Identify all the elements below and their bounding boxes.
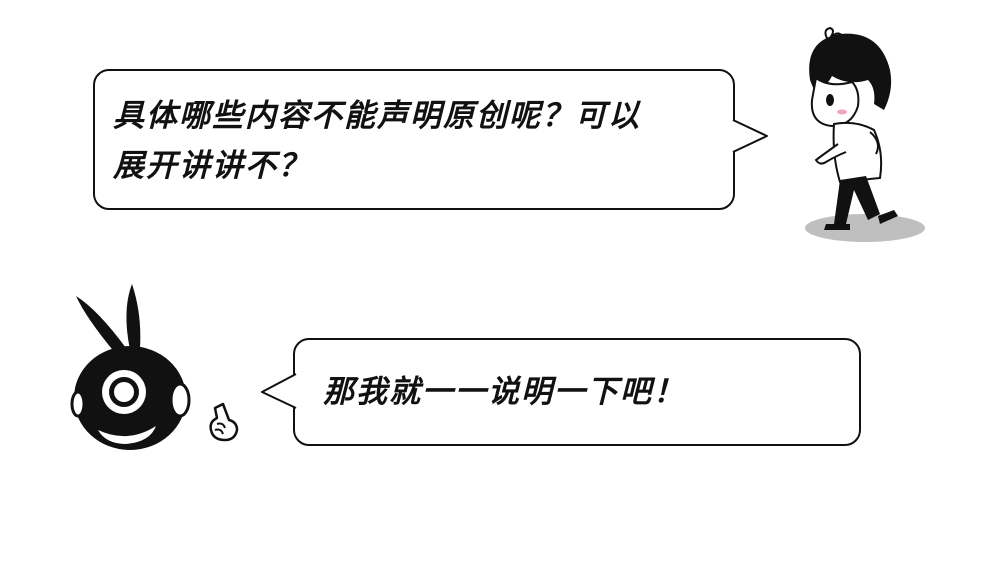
mascot-character-icon <box>70 284 191 450</box>
question-text: 具体哪些内容不能声明原创呢？可以 展开讲讲不？ <box>113 98 641 184</box>
girl-character-icon <box>805 26 925 242</box>
question-bubble: 具体哪些内容不能声明原创呢？可以 展开讲讲不？ <box>93 69 735 210</box>
answer-bubble-tail <box>261 373 298 409</box>
answer-text: 那我就一一说明一下吧！ <box>323 374 686 410</box>
pointing-hand-icon <box>209 402 239 442</box>
question-bubble-tail <box>731 119 768 153</box>
answer-bubble: 那我就一一说明一下吧！ <box>293 338 861 446</box>
